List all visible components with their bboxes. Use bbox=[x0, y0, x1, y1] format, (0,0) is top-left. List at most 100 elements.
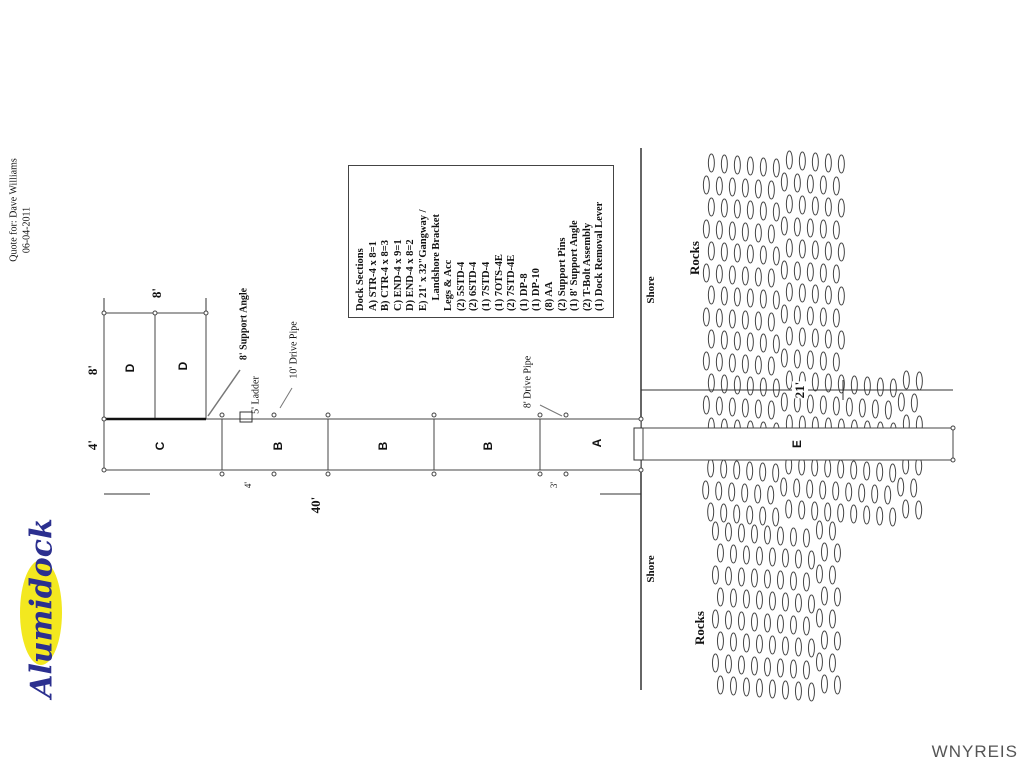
rock bbox=[793, 173, 801, 193]
support-angle-label: 8' Support Angle bbox=[238, 287, 250, 361]
legend-line: (8) AA bbox=[543, 281, 555, 311]
rock bbox=[711, 653, 719, 673]
rock bbox=[728, 397, 736, 417]
rock bbox=[802, 528, 810, 548]
ladder bbox=[239, 411, 253, 423]
rock bbox=[759, 289, 767, 309]
rock bbox=[897, 392, 905, 412]
section-e-label: E bbox=[790, 439, 804, 449]
rock bbox=[889, 463, 897, 483]
rock bbox=[716, 543, 724, 563]
rock bbox=[806, 174, 814, 194]
rock bbox=[742, 589, 750, 609]
leg-4-dim: 4' bbox=[243, 481, 253, 489]
legend-line: (1) 7OTS-4E bbox=[493, 254, 505, 311]
rock bbox=[863, 505, 871, 525]
rock bbox=[772, 158, 780, 178]
rock bbox=[806, 394, 814, 414]
rock bbox=[806, 262, 814, 282]
rocks-label-bottom: Rocks bbox=[692, 611, 707, 645]
rock bbox=[785, 150, 793, 170]
rock bbox=[780, 260, 788, 280]
alumidock-logo: Alumidock bbox=[14, 518, 66, 698]
rock bbox=[746, 376, 754, 396]
rock bbox=[806, 479, 814, 499]
rock bbox=[729, 544, 737, 564]
rock bbox=[707, 197, 715, 217]
rock bbox=[767, 400, 775, 420]
rock bbox=[711, 609, 719, 629]
rock bbox=[815, 608, 823, 628]
rock bbox=[832, 481, 840, 501]
leg-post bbox=[950, 425, 956, 431]
rock bbox=[806, 218, 814, 238]
rock bbox=[746, 244, 754, 264]
rock bbox=[733, 504, 741, 524]
rock bbox=[728, 309, 736, 329]
rock bbox=[767, 312, 775, 332]
rock bbox=[858, 483, 866, 503]
rock bbox=[720, 374, 728, 394]
rock bbox=[876, 462, 884, 482]
rock bbox=[811, 196, 819, 216]
rock bbox=[767, 356, 775, 376]
rock bbox=[741, 310, 749, 330]
rock bbox=[850, 375, 858, 395]
leg-post bbox=[638, 467, 644, 473]
rock bbox=[767, 268, 775, 288]
rock bbox=[815, 564, 823, 584]
dock bbox=[103, 418, 642, 471]
section-d-label: D bbox=[123, 363, 137, 373]
rock bbox=[754, 484, 762, 504]
rock bbox=[915, 500, 923, 520]
rock bbox=[763, 657, 771, 677]
rock bbox=[729, 632, 737, 652]
legend-line: C) END-4 x 9=1 bbox=[392, 239, 404, 311]
rock bbox=[729, 588, 737, 608]
rock bbox=[776, 570, 784, 590]
rock bbox=[876, 506, 884, 526]
rock bbox=[741, 354, 749, 374]
leg-post bbox=[101, 467, 107, 473]
rock bbox=[798, 151, 806, 171]
rock bbox=[755, 546, 763, 566]
leg-post bbox=[431, 471, 437, 477]
legend-line: (1) Dock Removal Lever bbox=[594, 201, 606, 311]
rock bbox=[772, 378, 780, 398]
rock bbox=[820, 674, 828, 694]
legend-line: Legs & Acc bbox=[443, 259, 455, 311]
legend-line: (1) DP-8 bbox=[518, 273, 530, 311]
rock bbox=[767, 224, 775, 244]
rock bbox=[811, 240, 819, 260]
rock bbox=[715, 352, 723, 372]
rocks-label-top: Rocks bbox=[687, 241, 702, 275]
rock bbox=[793, 478, 801, 498]
rock bbox=[768, 679, 776, 699]
rock bbox=[768, 591, 776, 611]
rock bbox=[702, 307, 710, 327]
section-a-label: A bbox=[590, 438, 604, 448]
rock bbox=[819, 307, 827, 327]
rock bbox=[716, 631, 724, 651]
legend-line: B) CTR-4 x 8=3 bbox=[380, 239, 392, 311]
rock bbox=[811, 457, 819, 477]
rock bbox=[702, 395, 710, 415]
leg-post bbox=[271, 471, 277, 477]
rock bbox=[715, 264, 723, 284]
rock bbox=[707, 329, 715, 349]
rock bbox=[772, 246, 780, 266]
legend-line: (1) 8' Support Angle bbox=[569, 220, 581, 311]
rock bbox=[837, 374, 845, 394]
rock bbox=[754, 399, 762, 419]
rock bbox=[820, 542, 828, 562]
leg-post bbox=[638, 416, 644, 422]
rock bbox=[754, 223, 762, 243]
rock bbox=[737, 655, 745, 675]
gangway-length-dim: 21' bbox=[792, 381, 808, 399]
drive-pipe-8-label: 8' Drive Pipe bbox=[522, 355, 534, 409]
rock bbox=[741, 266, 749, 286]
rock bbox=[741, 398, 749, 418]
rock bbox=[871, 399, 879, 419]
rock bbox=[837, 330, 845, 350]
rock bbox=[728, 353, 736, 373]
